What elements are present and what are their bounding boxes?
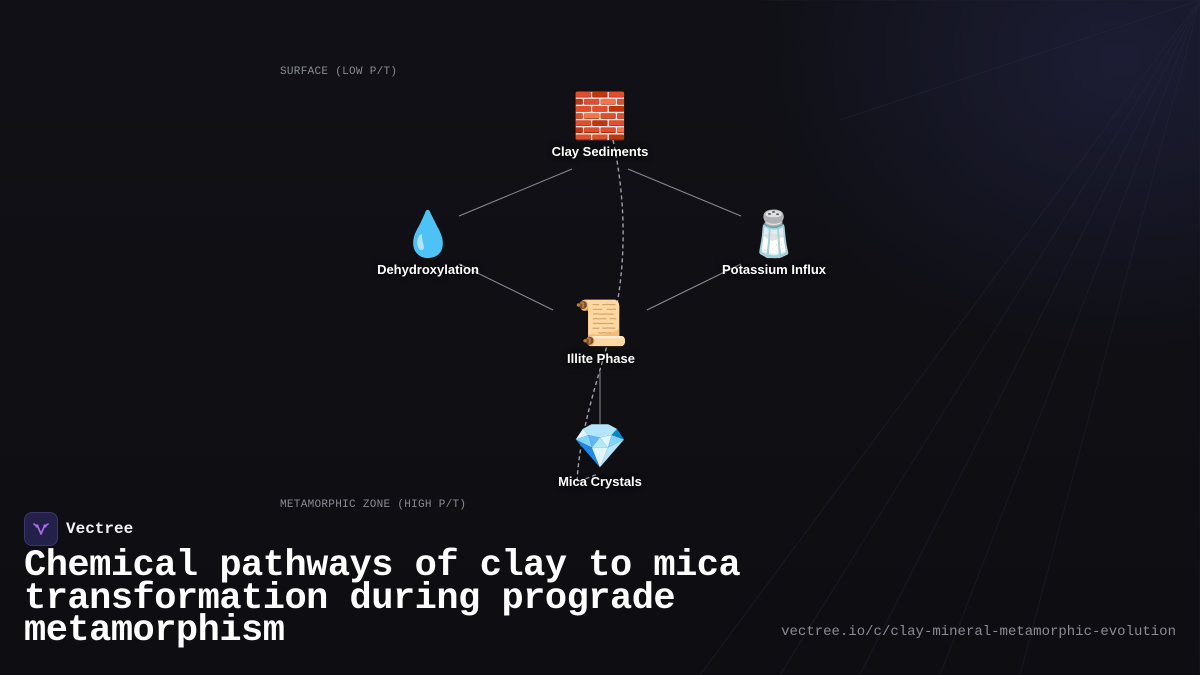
node-label: Clay Sediments — [551, 144, 649, 159]
edge-clay-mica-dashed — [576, 139, 624, 484]
gem-icon: 💎 — [572, 421, 628, 472]
zone-label-surface: SURFACE (LOW P/T) — [280, 66, 398, 78]
node-dehydroxylation[interactable]: 💧 Dehydroxylation — [348, 209, 508, 278]
source-url[interactable]: vectree.io/c/clay-mineral-metamorphic-ev… — [781, 624, 1176, 640]
zone-label-metamorphic: METAMORPHIC ZONE (HIGH P/T) — [280, 499, 467, 511]
salt-shaker-icon: 🧂 — [746, 209, 802, 260]
edge-dehydroxylation-illite — [458, 263, 554, 311]
brick-icon: 🧱 — [572, 91, 628, 142]
node-clay-sediments[interactable]: 🧱 Clay Sediments — [520, 91, 680, 160]
edge-potassium-illite — [646, 263, 742, 311]
node-label: Dehydroxylation — [377, 262, 479, 277]
node-label: Illite Phase — [567, 351, 635, 366]
scroll-icon: 📜 — [573, 298, 629, 349]
vectree-logo-icon — [24, 512, 58, 546]
node-label: Potassium Influx — [721, 262, 827, 277]
node-illite-phase[interactable]: 📜 Illite Phase — [521, 298, 681, 367]
node-label: Mica Crystals — [558, 474, 642, 489]
brand-name: Vectree — [66, 520, 134, 538]
water-drop-icon: 💧 — [400, 209, 456, 260]
node-mica-crystals[interactable]: 💎 Mica Crystals — [520, 421, 680, 490]
edge-clay-potassium — [627, 168, 742, 217]
page-title: Chemical pathways of clay to mica transf… — [24, 545, 741, 652]
edge-clay-dehydroxylation — [458, 168, 573, 217]
node-potassium-influx[interactable]: 🧂 Potassium Influx — [694, 209, 854, 278]
brand[interactable]: Vectree — [24, 512, 133, 546]
